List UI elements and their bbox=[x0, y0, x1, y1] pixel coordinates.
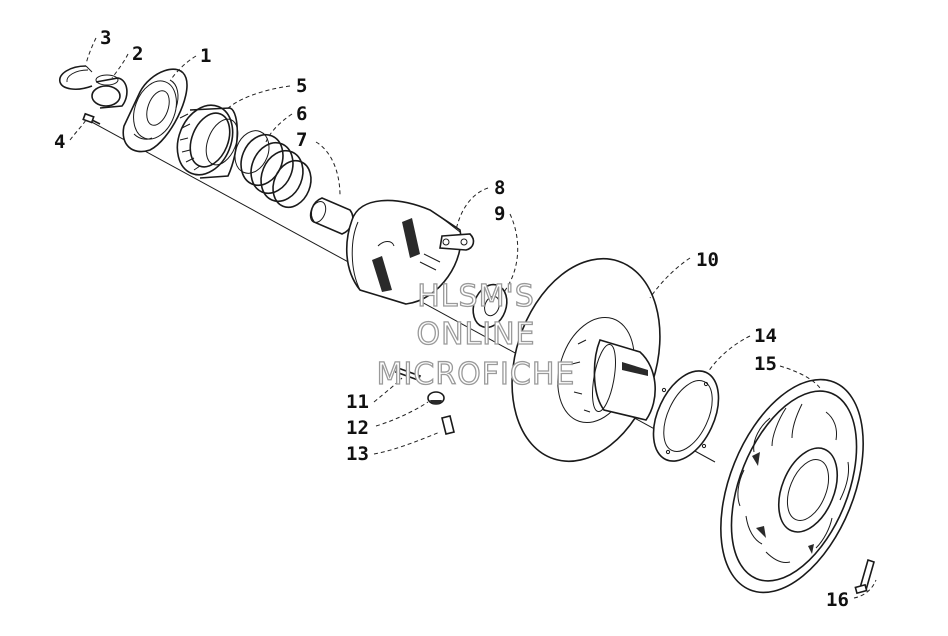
watermark-line-2: ONLINE bbox=[416, 317, 535, 352]
callout-5: 5 bbox=[296, 75, 307, 97]
part-4-screw bbox=[82, 112, 101, 125]
part-13-pin bbox=[441, 415, 455, 435]
callout-14: 14 bbox=[754, 325, 777, 347]
callout-1: 1 bbox=[200, 45, 211, 67]
part-1-cover-plate bbox=[122, 68, 188, 153]
callout-8: 8 bbox=[494, 177, 505, 199]
watermark-line-1: HLSM'S bbox=[417, 279, 535, 314]
part-8-cam-arm bbox=[439, 233, 475, 251]
part-5-roller-ring bbox=[176, 104, 239, 179]
part-15-cover bbox=[720, 378, 864, 594]
callout-11: 11 bbox=[346, 391, 369, 413]
callout-10: 10 bbox=[696, 249, 719, 271]
part-10-sheave bbox=[511, 257, 661, 463]
callout-13: 13 bbox=[346, 443, 369, 465]
part-12-roller bbox=[427, 391, 445, 405]
moveable-sheave-housing bbox=[345, 199, 462, 305]
callout-9: 9 bbox=[494, 203, 505, 225]
watermark-line-3: MICROFICHE bbox=[377, 357, 576, 392]
callout-2: 2 bbox=[132, 43, 143, 65]
callout-6: 6 bbox=[296, 103, 307, 125]
part-11-pin bbox=[394, 367, 422, 381]
part-6-spring bbox=[234, 130, 312, 209]
part-9-washer bbox=[472, 283, 508, 329]
callout-7: 7 bbox=[296, 129, 307, 151]
part-3-snap-ring bbox=[59, 65, 93, 91]
callout-3: 3 bbox=[100, 27, 111, 49]
part-2-bushing bbox=[91, 74, 128, 109]
callout-15: 15 bbox=[754, 353, 777, 375]
leader-lines bbox=[69, 37, 877, 599]
callout-16: 16 bbox=[826, 589, 849, 611]
part-16-bolt bbox=[854, 558, 875, 595]
part-7-bushing bbox=[309, 197, 354, 235]
part-14-gasket bbox=[652, 370, 720, 462]
callout-4: 4 bbox=[54, 131, 65, 153]
callout-12: 12 bbox=[346, 417, 369, 439]
